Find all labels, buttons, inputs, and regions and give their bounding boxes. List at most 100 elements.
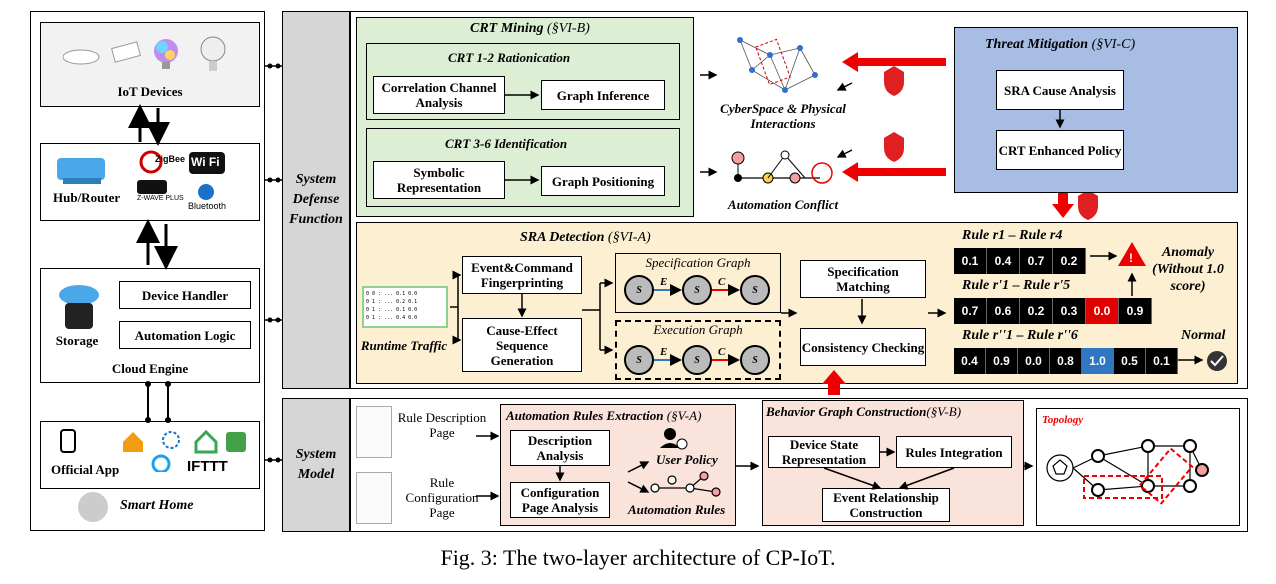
wifi-label: Wi Fi	[191, 155, 220, 169]
rule-row2-label: Rule r'1 – Rule r'5	[962, 278, 1071, 293]
cause-effect-box: Cause-Effect Sequence Generation	[462, 318, 582, 372]
hub-router-label: Hub/Router	[53, 190, 121, 205]
runtime-traffic-label: Runtime Traffic	[360, 338, 448, 353]
exec-node-2: S	[682, 345, 712, 375]
storage-label: Storage	[55, 333, 99, 348]
device-handler-box: Device Handler	[119, 281, 251, 309]
row3-cell: 0.1	[1146, 348, 1178, 374]
configuration-analysis-box: Configuration Page Analysis	[510, 482, 610, 518]
row1-cell: 0.4	[987, 248, 1020, 274]
bgc-title: Behavior Graph Construction(§V-B)	[766, 404, 962, 419]
row3-cell: 0.5	[1114, 348, 1146, 374]
rule-configuration-page-label: Rule Configuration Page	[405, 475, 479, 520]
iot-devices-label: IoT Devices	[117, 84, 183, 99]
spec-node-3: S	[740, 275, 770, 305]
anomaly-label: Anomaly (Without 1.0 score)	[1152, 245, 1224, 294]
automation-logic-box: Automation Logic	[119, 321, 251, 349]
event-relationship-box: Event Relationship Construction	[822, 488, 950, 522]
cyberspace-label: CyberSpace & Physical Interactions	[720, 101, 846, 131]
cloud-engine-box: Storage Device Handler Automation Logic …	[40, 268, 260, 383]
rule-config-thumb	[356, 472, 392, 524]
row2-cell: 0.6	[987, 298, 1020, 324]
rule-row3-label: Rule r''1 – Rule r''6	[962, 328, 1078, 343]
correlation-channel-box: Correlation Channel Analysis	[373, 76, 505, 114]
cloud-engine-label: Cloud Engine	[111, 361, 189, 376]
svg-text:!: !	[1129, 251, 1133, 265]
model-outer-box	[350, 398, 1248, 532]
device-state-box: Device State Representation	[768, 436, 880, 468]
topology-box	[1036, 408, 1240, 526]
defense-side-panel: System Defense Function	[282, 11, 350, 389]
crt-rationication-title: CRT 1-2 Rationication	[448, 50, 571, 65]
row2-cell: 0.0	[1086, 298, 1119, 324]
row3-cell: 0.9	[986, 348, 1018, 374]
spec-node-2: S	[682, 275, 712, 305]
rule-row1-label: Rule r1 – Rule r4	[962, 228, 1063, 243]
threat-mitigation-title: Threat Mitigation (§VI-C)	[985, 37, 1136, 52]
row3-cell: 1.0	[1082, 348, 1114, 374]
description-analysis-box: Description Analysis	[510, 430, 610, 466]
automation-conflict-label: Automation Conflict	[727, 197, 839, 212]
svg-text:E: E	[659, 276, 667, 288]
row3-cell: 0.4	[954, 348, 986, 374]
system-defense-function-label: System Defense Function	[289, 172, 343, 227]
row2-cell: 0.3	[1053, 298, 1086, 324]
model-side-panel: System Model	[282, 398, 350, 532]
svg-text:C: C	[718, 346, 726, 358]
crt-identification-title: CRT 3-6 Identification	[445, 136, 568, 151]
row2-cell: 0.9	[1119, 298, 1152, 324]
crt-mining-title: CRT Mining (§VI-B)	[470, 21, 590, 36]
topology-label: Topology	[1042, 414, 1084, 426]
graph-positioning-box: Graph Positioning	[541, 166, 665, 196]
rule-desc-thumb	[356, 406, 392, 458]
figure-caption: Fig. 3: The two-layer architecture of CP…	[440, 545, 836, 570]
row2-cell: 0.2	[1020, 298, 1053, 324]
row1-cell: 0.2	[1053, 248, 1086, 274]
exec-node-1: S	[624, 345, 654, 375]
specification-graph-label: Specification Graph	[645, 255, 751, 270]
execution-graph-label: Execution Graph	[653, 322, 743, 337]
row1-cell: 0.7	[1020, 248, 1053, 274]
automation-rules-label: Automation Rules	[628, 502, 726, 517]
svg-text:C: C	[718, 276, 726, 288]
user-policy-label: User Policy	[656, 452, 718, 467]
system-model-label: System Model	[295, 447, 337, 482]
ifttt-label: IFTTT	[187, 458, 228, 475]
rule-description-page-label: Rule Description Page	[397, 410, 487, 440]
symbolic-representation-box: Symbolic Representation	[373, 161, 505, 199]
sra-cause-box: SRA Cause Analysis	[996, 70, 1124, 110]
official-app-label: Official App	[51, 462, 120, 477]
execution-graph-box	[615, 320, 781, 380]
row2-cell: 0.7	[954, 298, 987, 324]
left-panel	[30, 11, 265, 531]
consistency-checking-box: Consistency Checking	[800, 328, 926, 366]
svg-text:E: E	[659, 346, 667, 358]
specification-graph-box	[615, 253, 781, 313]
event-command-box: Event&Command Fingerprinting	[462, 256, 582, 294]
avatar	[78, 492, 108, 522]
row1-cell: 0.1	[954, 248, 987, 274]
rules-integration-box: Rules Integration	[896, 436, 1012, 468]
defense-outer-box	[350, 11, 1248, 389]
crt-enhanced-box: CRT Enhanced Policy	[996, 130, 1124, 170]
spec-node-1: S	[624, 275, 654, 305]
row3-cell: 0.8	[1050, 348, 1082, 374]
graph-inference-box: Graph Inference	[541, 80, 665, 110]
official-app-box: Official App IFTTT	[40, 421, 260, 489]
smart-home-label: Smart Home	[120, 498, 194, 513]
are-title: Automation Rules Extraction (§V-A)	[506, 408, 702, 423]
zwave-label: Z-WAVE PLUS	[137, 195, 184, 202]
zigbee-label: ZigBee	[155, 154, 186, 164]
sra-detection-title: SRA Detection (§VI-A)	[520, 230, 651, 245]
exec-node-3: S	[740, 345, 770, 375]
row3-cell: 0.0	[1018, 348, 1050, 374]
normal-label: Normal	[1181, 328, 1226, 343]
bluetooth-label: Bluetooth	[188, 201, 227, 211]
